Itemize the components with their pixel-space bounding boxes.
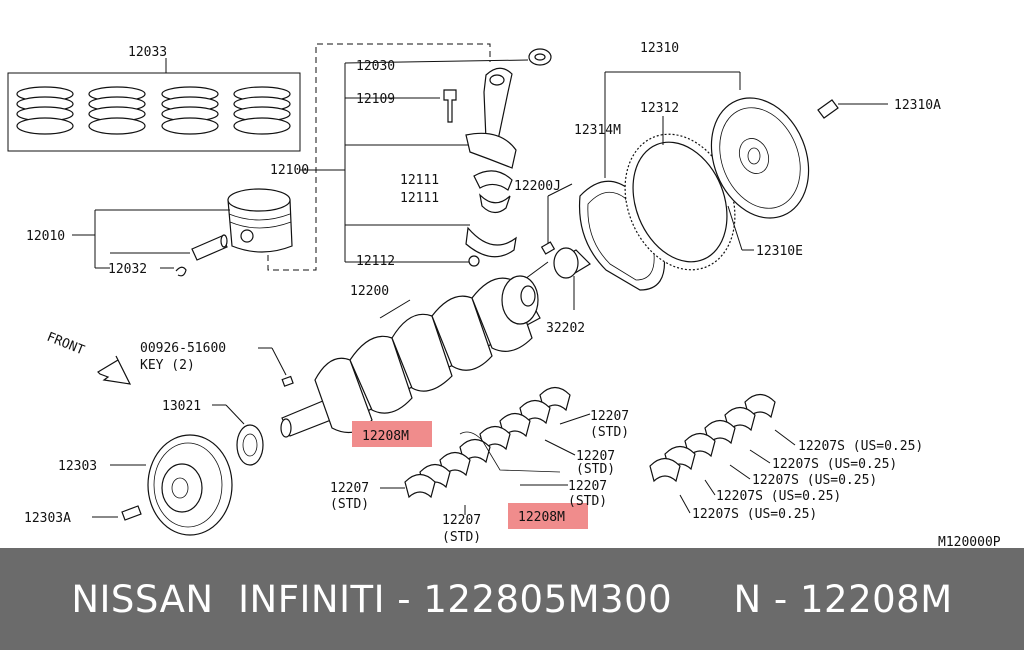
label-12207s-4: 12207S (US=0.25) (716, 489, 841, 504)
label-12207-d-std: (STD) (330, 497, 369, 512)
label-12314m: 12314M (574, 123, 621, 138)
front-seal (212, 404, 264, 466)
crankshaft (258, 261, 549, 438)
label-12207-c: 12207 (568, 479, 607, 494)
main-bearings-std (380, 386, 591, 515)
label-12111-a: 12111 (400, 173, 439, 188)
front-arrow-icon (97, 355, 132, 385)
piston-ring-set (7, 58, 301, 152)
connecting-rod (267, 43, 552, 271)
label-12207s-2: 12207S (US=0.25) (772, 457, 897, 472)
label-12208m-bottom: 12208M (518, 510, 565, 525)
label-12312: 12312 (640, 101, 679, 116)
label-12208m-top: 12208M (362, 429, 409, 444)
label-12010: 12010 (26, 229, 65, 244)
label-12112: 12112 (356, 254, 395, 269)
main-bearings-us (649, 393, 796, 514)
label-12207-d: 12207 (330, 481, 369, 496)
label-12033: 12033 (128, 45, 167, 60)
crank-pulley (92, 434, 233, 536)
highlight-box-top (352, 421, 432, 447)
label-12207-a: 12207 (590, 409, 629, 424)
label-32202: 32202 (546, 321, 585, 336)
label-12207-e: 12207 (442, 513, 481, 528)
label-12310a: 12310A (894, 98, 941, 113)
label-13021: 13021 (162, 399, 201, 414)
label-12207s-1: 12207S (US=0.25) (798, 439, 923, 454)
flywheel (710, 97, 888, 251)
label-12111-b: 12111 (400, 191, 439, 206)
label-12109: 12109 (356, 92, 395, 107)
label-12303: 12303 (58, 459, 97, 474)
label-12100: 12100 (270, 163, 309, 178)
footer-banner: NISSAN INFINITI - 122805M300 N - 12208M (0, 548, 1024, 650)
label-front: FRONT (45, 330, 87, 359)
label-12207-e-std: (STD) (442, 530, 481, 545)
highlight-box-bottom (508, 503, 588, 529)
label-12200j: 12200J (514, 179, 561, 194)
pilot-parts (540, 183, 591, 310)
label-12207-c-std: (STD) (568, 494, 607, 509)
label-12030: 12030 (356, 59, 395, 74)
parts-diagram: 12033 12030 12109 12100 12111 12111 1211… (7, 41, 1001, 548)
label-key-qty: KEY (2) (140, 358, 195, 373)
label-12207-a-std: (STD) (590, 425, 629, 440)
drive-plate (578, 71, 741, 291)
label-12207s-5: 12207S (US=0.25) (692, 507, 817, 522)
label-12200: 12200 (350, 284, 389, 299)
label-12032: 12032 (108, 262, 147, 277)
label-12207-b: 12207 (576, 449, 615, 464)
label-12310: 12310 (640, 41, 679, 56)
label-12207s-3: 12207S (US=0.25) (752, 473, 877, 488)
part-number-caption: NISSAN INFINITI - 122805M300 N - 12208M (71, 577, 953, 621)
label-12310e: 12310E (756, 244, 803, 259)
ring-gear (624, 116, 736, 271)
label-key-part: 00926-51600 (140, 341, 226, 356)
label-12207-b-std: (STD) (576, 462, 615, 477)
figure-code: M120000P (938, 535, 1001, 548)
label-12303a: 12303A (24, 511, 71, 526)
piston-assembly (72, 188, 293, 277)
